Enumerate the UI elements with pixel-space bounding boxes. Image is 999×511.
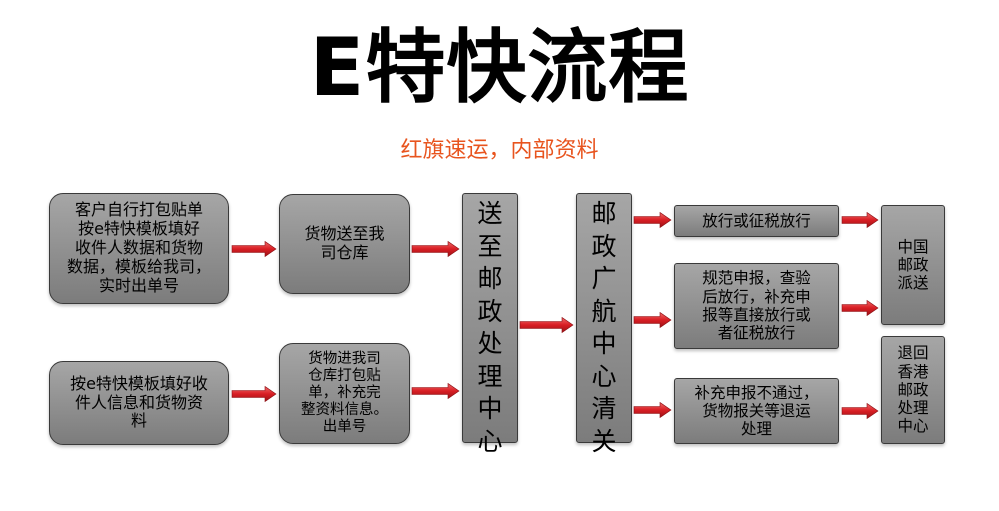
node-self-pack: 客户自行打包贴单 按e特快模板填好 收件人数据和货物 数据，模板给我司， 实时出…: [49, 193, 229, 304]
arrow-release-to-chinapost: [841, 211, 879, 229]
node-customs-center: 邮 政 广 航 中 心 清 关: [576, 193, 632, 456]
arrow-post-to-customs: [519, 316, 574, 334]
node-china-post: 中国 邮政 派送: [881, 205, 945, 325]
node-declare-inspect: 规范申报，查验 后放行，补充申 报等直接放行或 者征税放行: [674, 263, 839, 349]
arrow-fill-to-warehouse: [231, 385, 277, 403]
node-deliver-warehouse: 货物送至我 司仓库: [279, 194, 410, 294]
arrow-customs-to-inspect: [633, 311, 672, 329]
node-warehouse-pack: 货物进我司 仓库打包贴 单，补充完 整资料信息。 出单号: [279, 343, 410, 444]
arrow-warehouse-to-post: [411, 382, 460, 400]
node-release: 放行或征税放行: [674, 205, 839, 237]
arrow-deliver-to-post: [411, 240, 460, 258]
node-declare-fail: 补充申报不通过， 货物报关等退运 处理: [674, 378, 839, 444]
page-subtitle: 红旗速运，内部资料: [400, 138, 599, 163]
arrow-inspect-to-chinapost: [841, 299, 879, 317]
node-fill-template: 按e特快模板填好收 件人信息和货物资 料: [49, 361, 229, 445]
arrow-customs-to-fail: [633, 401, 672, 419]
arrow-pack-to-deliver: [231, 240, 277, 258]
page-title: E特快流程: [309, 21, 690, 114]
arrow-customs-to-release: [633, 211, 672, 229]
node-return-hk: 退回 香港 邮政 处理 中心: [881, 336, 945, 444]
node-post-center: 送 至 邮 政 处 理 中 心: [462, 193, 518, 456]
arrow-fail-to-return: [841, 402, 879, 420]
